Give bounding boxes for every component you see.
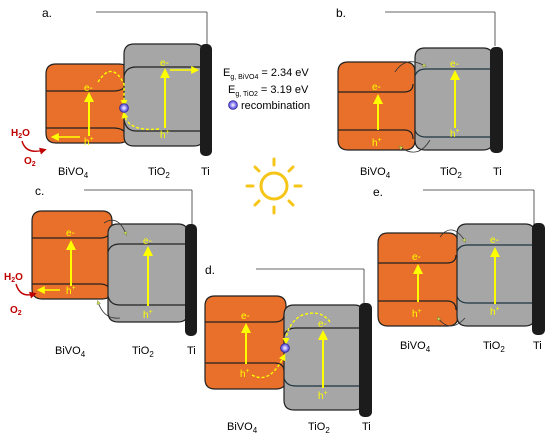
panel-b-bivo4-vb-edge bbox=[338, 129, 414, 140]
panel-c-tio2-label: TiO2 bbox=[132, 345, 154, 359]
panel-c: c. e- e- h+ h+ H2O O2 BiVO4 TiO2 Ti bbox=[4, 184, 197, 359]
panel-e-tio2-cb-edge bbox=[456, 244, 535, 253]
panel-d-ti-label: Ti bbox=[362, 421, 371, 433]
panel-d-recombination-icon bbox=[280, 343, 290, 353]
panel-b-bivo4-electron: e- bbox=[372, 82, 381, 93]
panel-d: d. e- e- h+ h+ BiVO4 TiO2 Ti bbox=[204, 263, 372, 435]
panel-b-tio2-label: TiO2 bbox=[440, 166, 462, 180]
panel-c-tio2-hole: h+ bbox=[143, 309, 153, 321]
panel-a-electron-recombination-path bbox=[97, 70, 128, 107]
panel-b-bivo4-block bbox=[337, 61, 416, 151]
panel-b-tio2-vb-edge bbox=[414, 129, 493, 138]
panel-e-tag: e. bbox=[373, 185, 383, 199]
panel-d-bivo4-hole: h+ bbox=[240, 368, 250, 380]
panel-e-tio2-hole: h+ bbox=[490, 306, 500, 318]
panel-b-tio2-electron: e- bbox=[450, 59, 459, 70]
panel-b-tio2-cb-edge bbox=[414, 68, 493, 77]
panel-c-tag: c. bbox=[35, 184, 44, 198]
panel-b-bivo4-label: BiVO4 bbox=[360, 166, 391, 180]
panel-d-ti-contact bbox=[359, 303, 372, 417]
panel-c-hole-transfer-arrow bbox=[98, 302, 121, 319]
panel-a-water-oxidation-arrow bbox=[21, 140, 47, 155]
panel-e-bivo4-electron: e- bbox=[412, 252, 421, 263]
panel-c-bivo4-hole: h+ bbox=[66, 285, 76, 297]
panel-d-hole-recombination-path bbox=[251, 353, 286, 379]
panel-e-bivo4-vb-edge bbox=[378, 300, 457, 311]
panel-c-bivo4-label: BiVO4 bbox=[55, 345, 86, 359]
panel-e: e. e- e- h+ h+ BiVO4 TiO2 Ti bbox=[373, 185, 545, 354]
panel-e-bivo4-label: BiVO4 bbox=[400, 340, 431, 354]
legend-eg-tio2: Eg, TiO2= 3.19 eV bbox=[228, 84, 309, 98]
panel-c-ti-label: Ti bbox=[187, 345, 196, 357]
panel-c-bivo4-electron: e- bbox=[66, 228, 75, 239]
panel-b-bivo4-cb-edge bbox=[338, 83, 414, 93]
panel-d-electron-recombination-path bbox=[282, 312, 331, 345]
panel-d-tio2-vb-edge bbox=[283, 377, 364, 387]
legend-eg-bivo4: Eg, BiVO4= 2.34 eV bbox=[223, 67, 309, 81]
panel-e-tio2-vb-edge bbox=[456, 295, 535, 304]
panel-a-tio2-label: TiO2 bbox=[148, 166, 170, 180]
recombination-icon bbox=[228, 100, 238, 110]
panel-a-bivo4-hole: h+ bbox=[84, 136, 94, 148]
band-gap-legend: Eg, BiVO4= 2.34 eV Eg, TiO2= 3.19 eV rec… bbox=[223, 67, 310, 112]
panel-a-water-label: H2O bbox=[11, 128, 30, 140]
panel-e-bivo4-hole: h+ bbox=[412, 308, 422, 320]
panel-a-bivo4-electron: e- bbox=[84, 83, 93, 94]
panel-c-tio2-electron: e- bbox=[143, 236, 152, 247]
panel-b-electron-transfer-arrow bbox=[394, 61, 425, 73]
panel-e-bivo4-cb-edge bbox=[378, 254, 457, 264]
panel-b-bivo4-hole: h+ bbox=[372, 137, 382, 149]
panel-e-ti-label: Ti bbox=[533, 340, 542, 352]
panel-b-ti-label: Ti bbox=[493, 166, 502, 178]
panel-d-tio2-label: TiO2 bbox=[308, 421, 330, 435]
panel-e-tio2-label: TiO2 bbox=[483, 340, 505, 354]
panel-b-tag: b. bbox=[336, 6, 346, 20]
panel-a-tio2-cb-edge bbox=[123, 66, 204, 77]
panel-c-ti-contact bbox=[185, 224, 197, 336]
panel-b-tio2-hole: h+ bbox=[450, 128, 460, 140]
panel-d-tio2-electron: e- bbox=[318, 319, 327, 330]
panel-a-oxygen-label: O2 bbox=[24, 156, 36, 168]
panel-a-ti-contact bbox=[200, 44, 212, 156]
panel-e-electron-transfer-arrow bbox=[439, 229, 465, 241]
panel-d-tio2-hole: h+ bbox=[318, 390, 328, 402]
panel-a-tio2-hole: h+ bbox=[160, 129, 170, 141]
panel-a-bivo4-label: BiVO4 bbox=[58, 166, 89, 180]
panel-c-water-label: H2O bbox=[4, 272, 23, 284]
panel-b: b. e- e- h+ h+ BiVO4 TiO2 Ti bbox=[336, 6, 503, 180]
panel-a-recombination-icon bbox=[119, 103, 129, 113]
panel-c-oxygen-label: O2 bbox=[10, 305, 22, 317]
panel-a-tio2-vb-edge bbox=[123, 119, 204, 132]
panel-e-hole-transfer-arrow bbox=[438, 318, 466, 327]
panel-e-ti-contact bbox=[532, 223, 545, 335]
panel-e-tio2-electron: e- bbox=[490, 235, 499, 246]
panel-c-tio2-cb-edge bbox=[107, 243, 188, 253]
panel-c-water-oxidation-arrow bbox=[15, 283, 37, 299]
panel-a-ti-label: Ti bbox=[201, 166, 210, 178]
panel-c-electron-transfer-arrow bbox=[103, 219, 126, 234]
panel-a-tag: a. bbox=[42, 6, 52, 20]
panel-d-bivo4-electron: e- bbox=[241, 311, 250, 322]
panel-a-bivo4-block bbox=[45, 63, 130, 144]
panel-b-hole-transfer-arrow bbox=[400, 139, 431, 153]
panel-c-tio2-vb-edge bbox=[107, 295, 188, 306]
panel-b-ti-contact bbox=[490, 47, 503, 153]
panel-d-tag: d. bbox=[205, 263, 215, 277]
sun-icon bbox=[245, 157, 303, 215]
panel-a-tio2-electron: e- bbox=[160, 58, 169, 69]
panel-a: a. e- e- h+ h+ H2O O2 BiVO4 TiO2 bbox=[11, 6, 212, 180]
legend-recombination-label: recombination bbox=[241, 100, 310, 112]
panel-d-bivo4-label: BiVO4 bbox=[227, 421, 258, 435]
